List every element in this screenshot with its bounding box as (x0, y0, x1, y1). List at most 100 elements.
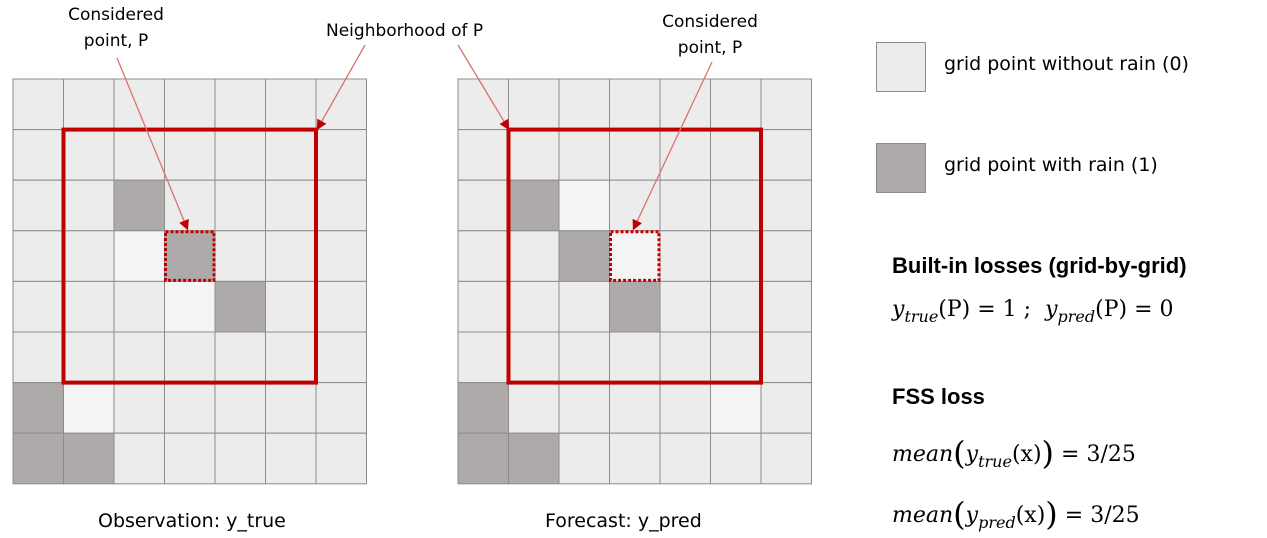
considered-point-arrow-left (116, 57, 189, 231)
grid-cell (609, 129, 661, 181)
grid-cell (164, 331, 216, 384)
grid-cell (609, 382, 661, 434)
grid-cell (760, 230, 812, 282)
grid-cell (760, 432, 812, 485)
rain-cell (12, 432, 64, 485)
grid-cell (12, 280, 64, 333)
grid-cell (63, 230, 115, 282)
grid-cell (214, 331, 266, 384)
grid-cell (63, 179, 115, 232)
grid-cell (12, 230, 64, 282)
grid-cell (315, 179, 367, 232)
grid-cell (63, 78, 115, 131)
grid-cell (558, 179, 610, 232)
grid-cell (214, 78, 266, 131)
observation-grid (12, 78, 367, 485)
rain-cell (558, 230, 610, 282)
neighborhood-arrow-right (457, 44, 510, 131)
grid-cell (265, 230, 317, 282)
considered-point-arrow-right (632, 61, 713, 231)
rain-cell (164, 230, 216, 282)
grid-cell (164, 179, 216, 232)
grid-cell (113, 432, 165, 485)
grid-cell (508, 331, 560, 384)
neighborhood-square (61, 127, 318, 385)
neighborhood-square (506, 127, 763, 385)
grid-cell (760, 331, 812, 384)
grid-cell (508, 78, 560, 131)
grid-cell (113, 331, 165, 384)
grid-cell (457, 280, 509, 333)
grid-cell (12, 179, 64, 232)
grid-cell (659, 331, 711, 384)
rain-cell (113, 179, 165, 232)
grid-cell (760, 179, 812, 232)
grid-cell (659, 382, 711, 434)
rain-cell (508, 432, 560, 485)
considered-point-label-left: Considered point, P (68, 5, 164, 51)
grid-cell (760, 382, 812, 434)
grid-cell (659, 129, 711, 181)
grid-cell (558, 280, 610, 333)
grid-cell (113, 129, 165, 181)
legend-rain-label: grid point with rain (1) (944, 154, 1158, 176)
grid-cell (315, 280, 367, 333)
grid-cell (315, 129, 367, 181)
grid-cell (265, 280, 317, 333)
grid-cell (214, 129, 266, 181)
grid-cell (164, 78, 216, 131)
rain-cell (508, 179, 560, 232)
grid-cell (164, 129, 216, 181)
neighborhood-arrow-left (316, 44, 366, 131)
grid-cell (113, 382, 165, 434)
grid-cell (164, 382, 216, 434)
grid-cell (457, 230, 509, 282)
grid-cell (63, 129, 115, 181)
builtin-losses-title: Built-in losses (grid-by-grid) (892, 253, 1187, 278)
grid-cell (265, 331, 317, 384)
grid-cell (710, 179, 762, 232)
grid-cell (760, 78, 812, 131)
grid-cell (558, 331, 610, 384)
grid-cell (214, 382, 266, 434)
grid-cell (12, 78, 64, 131)
grid-cell (214, 432, 266, 485)
grid-cell (63, 280, 115, 333)
rain-cell (63, 432, 115, 485)
grid-cell (710, 129, 762, 181)
grid-cell (265, 382, 317, 434)
grid-cell (659, 78, 711, 131)
grid-cell (558, 432, 610, 485)
rain-cell (457, 432, 509, 485)
considered-point-label-right: Considered point, P (662, 12, 758, 58)
grid-cell (315, 432, 367, 485)
grid-cell (710, 331, 762, 384)
grid-cell (760, 280, 812, 333)
grid-cell (710, 280, 762, 333)
grid-cell (609, 331, 661, 384)
legend-rain-swatch (876, 143, 926, 193)
grid-cell (113, 78, 165, 131)
grid-cell (214, 230, 266, 282)
grid-cell (508, 280, 560, 333)
grid-cell (12, 331, 64, 384)
legend-no-rain-swatch (876, 42, 926, 92)
grid-cell (265, 78, 317, 131)
grid-cell (508, 129, 560, 181)
grid-cell (609, 432, 661, 485)
fss-mean-pred-equation: mean(ypred(x)) = 3/25 (892, 495, 1140, 533)
grid-cell (558, 78, 610, 131)
rain-cell (12, 382, 64, 434)
grid-cell (164, 432, 216, 485)
grid-cell (315, 331, 367, 384)
grid-cell (12, 129, 64, 181)
fss-loss-title: FSS loss (892, 384, 985, 409)
forecast-grid (457, 78, 812, 485)
fss-mean-true-equation: mean(ytrue(x)) = 3/25 (892, 434, 1136, 472)
grid-cell (659, 280, 711, 333)
grid-cell (265, 432, 317, 485)
grid-cell (164, 280, 216, 333)
rain-cell (609, 280, 661, 333)
considered-point-marker (164, 230, 216, 282)
